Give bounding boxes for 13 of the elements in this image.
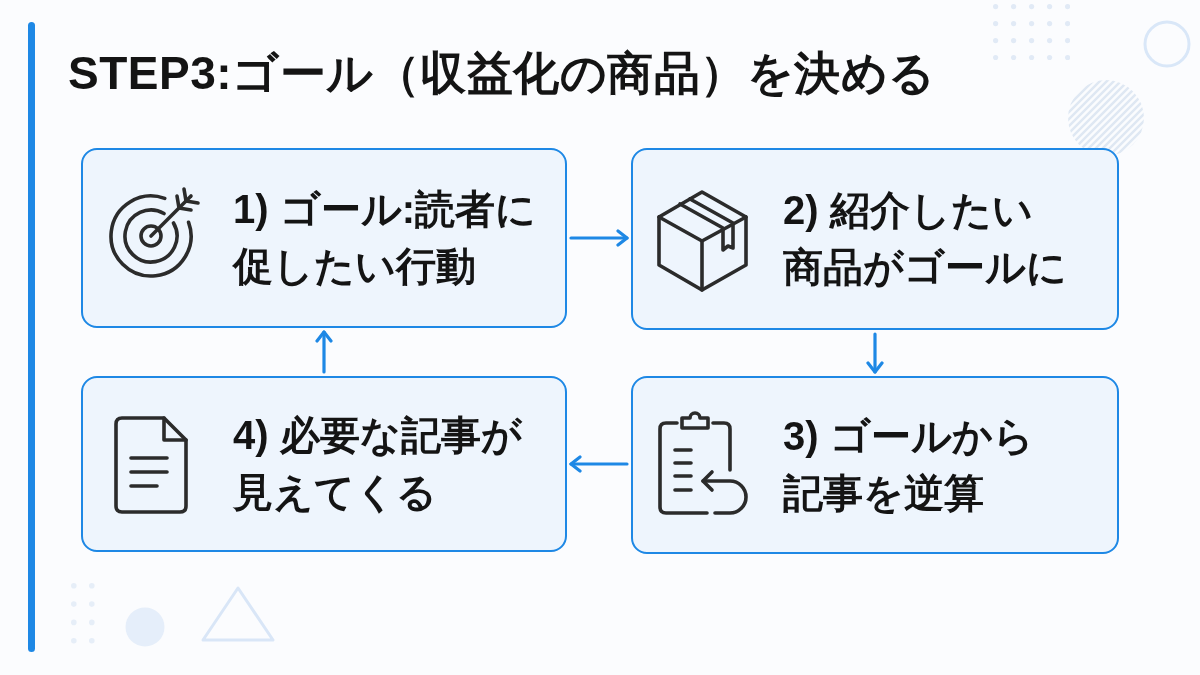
process-box <box>631 148 1119 330</box>
step-text: 1) ゴール:読者に促したい行動 <box>233 186 536 290</box>
arrow <box>315 330 333 374</box>
process-box <box>81 376 567 552</box>
process-box <box>81 148 567 328</box>
arrow <box>569 455 629 473</box>
step-text: 2) 紹介したい商品がゴールに <box>783 187 1067 291</box>
arrow <box>569 229 629 247</box>
step-text: 4) 必要な記事が見えてくる <box>233 412 522 516</box>
process-box <box>631 376 1119 554</box>
step-text: 3) ゴールから記事を逆算 <box>783 413 1034 517</box>
arrow <box>866 332 884 374</box>
title: STEP3:ゴール（収益化の商品）を決める <box>68 46 936 101</box>
